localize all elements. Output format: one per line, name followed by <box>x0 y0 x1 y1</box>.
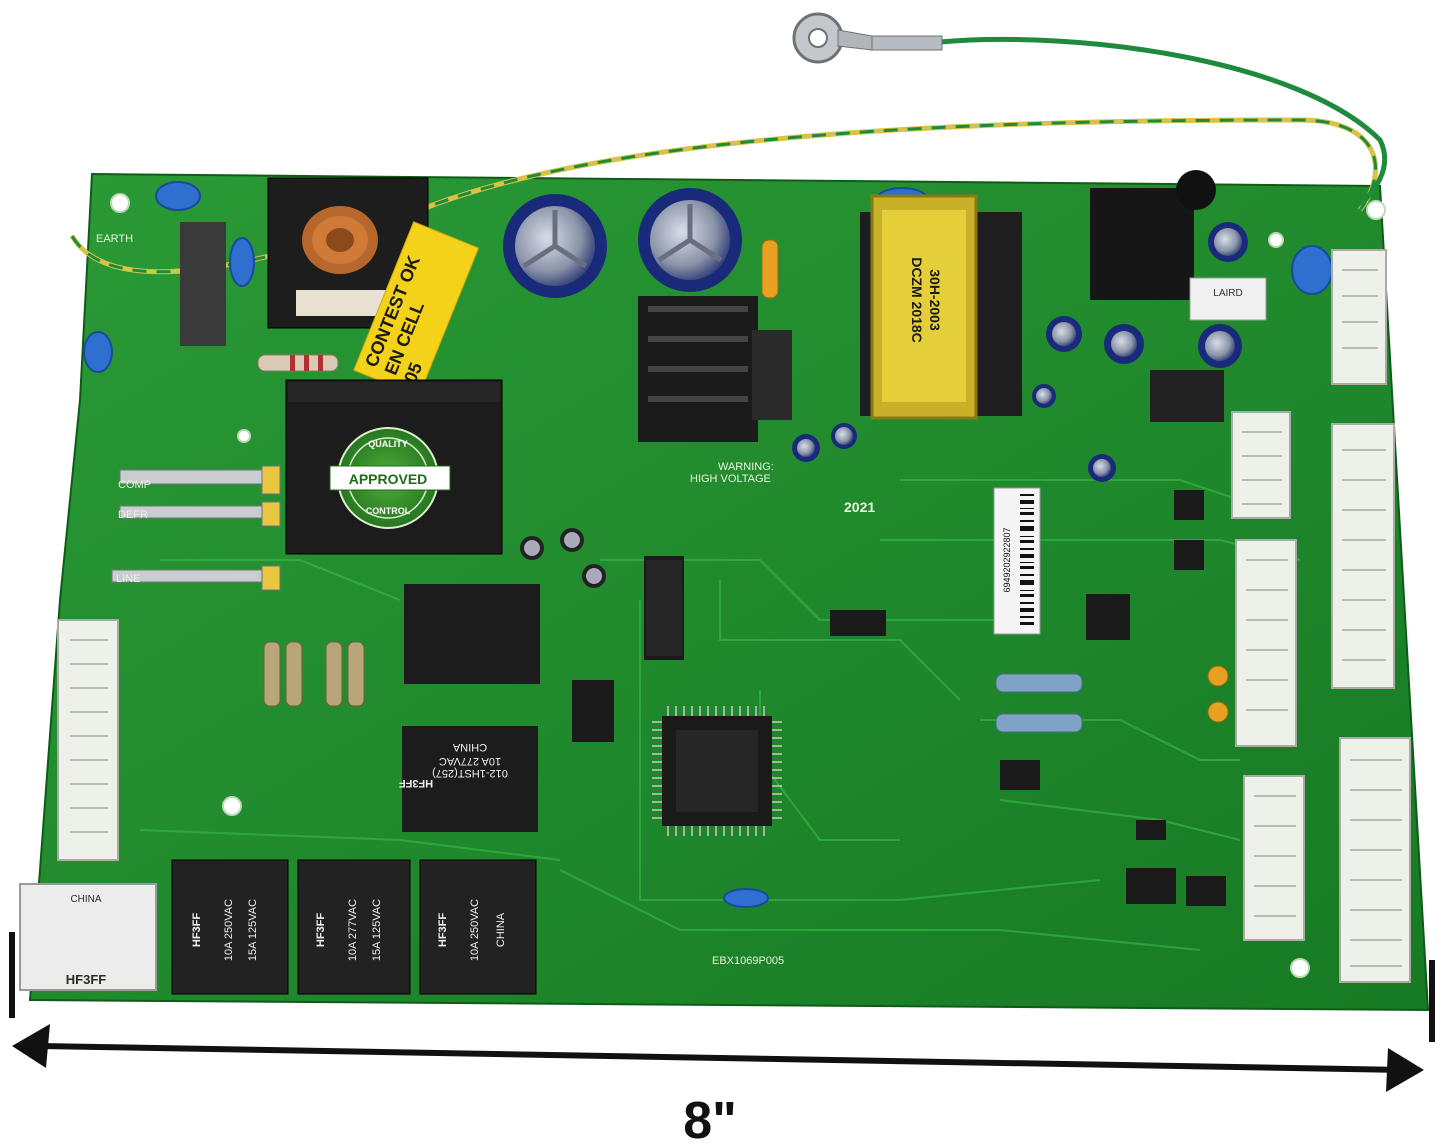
spade-terminals <box>111 465 281 591</box>
relay-2-spec-3: 10A 277VAC <box>347 899 359 961</box>
top-right-relay: LAIRD <box>1090 170 1267 422</box>
resistor-row-left <box>257 354 339 372</box>
earth-label: EARTH <box>96 233 133 245</box>
relay-2-spec-4: 15A 125VAC <box>371 899 383 961</box>
pin-headers <box>646 560 682 656</box>
quality-approved-badge: QUALITY APPROVED CONTROL <box>329 427 451 529</box>
width-dimension-arrow <box>9 932 1435 1092</box>
relay-2: HF3FF 10A 277VAC 15A 125VAC <box>297 859 411 995</box>
line-label: LINE <box>116 573 140 585</box>
badge-bottom: CONTROL <box>366 506 411 516</box>
badge-middle: APPROVED <box>349 471 428 487</box>
part-number-label: EBX1069P005 <box>712 955 784 967</box>
relay-4-spec-1: 012-1HST(257) <box>432 767 508 779</box>
orange-capacitors <box>761 239 1229 723</box>
relay-3-country: CHINA <box>495 912 507 947</box>
dimension-label: 8" <box>683 1092 737 1147</box>
laird-label: LAIRD <box>1213 288 1242 299</box>
barcode-sticker: 6949202922807 <box>993 487 1041 635</box>
year-label: 2021 <box>844 499 875 515</box>
comp-label: COMP <box>118 479 151 491</box>
heatsink <box>638 296 792 442</box>
relay-3: HF3FF 10A 250VAC CHINA <box>419 859 537 995</box>
relay-1-spec-4: 15A 125VAC <box>247 899 259 961</box>
relay-4-spec-3: 10A 277VAC <box>439 755 501 767</box>
mounting-holes <box>110 193 1386 978</box>
middle-relay <box>402 584 540 832</box>
transformer-label-2: DCZM 2018C <box>909 257 925 343</box>
ring-terminal <box>792 12 943 64</box>
barcode-number: 6949202922807 <box>1002 527 1012 592</box>
relay-4-brand: HF3FF <box>399 777 434 789</box>
defr-label: DEFR <box>118 509 148 521</box>
relay-3-spec-2: 10A 250VAC <box>469 899 481 961</box>
badge-top: QUALITY <box>368 439 408 449</box>
relay-1: HF3FF 10A 250VAC 15A 125VAC <box>171 859 289 995</box>
connector-pins <box>70 269 1402 967</box>
electrolytic-capacitors <box>503 188 1248 588</box>
relay-2-brand: HF3FF <box>315 913 327 948</box>
warning-label: WARNING: <box>718 461 774 473</box>
white-connectors <box>57 249 1411 983</box>
relay-3-brand: HF3FF <box>437 913 449 948</box>
high-voltage-label: HIGH VOLTAGE <box>690 473 771 485</box>
relay-1-spec-2: 10A 250VAC <box>223 899 235 961</box>
relay-4: HF3FF 012-1HST(257) 10A 277VAC CHINA <box>399 741 508 789</box>
white-relay-country: CHINA <box>70 894 101 905</box>
resistors <box>263 641 1083 733</box>
transformer-label-1: 30H-2003 <box>927 269 943 331</box>
relay-1-brand: HF3FF <box>191 913 203 948</box>
bottom-relay-row: HF3FF CHINA HF3FF 10A 250VAC 15A 125VAC … <box>19 741 537 995</box>
microcontroller-chip <box>652 706 782 836</box>
white-relay-brand: HF3FF <box>66 972 107 987</box>
switching-transformer: 30H-2003 DCZM 2018C <box>860 194 1022 420</box>
relay-4-country: CHINA <box>452 741 487 753</box>
